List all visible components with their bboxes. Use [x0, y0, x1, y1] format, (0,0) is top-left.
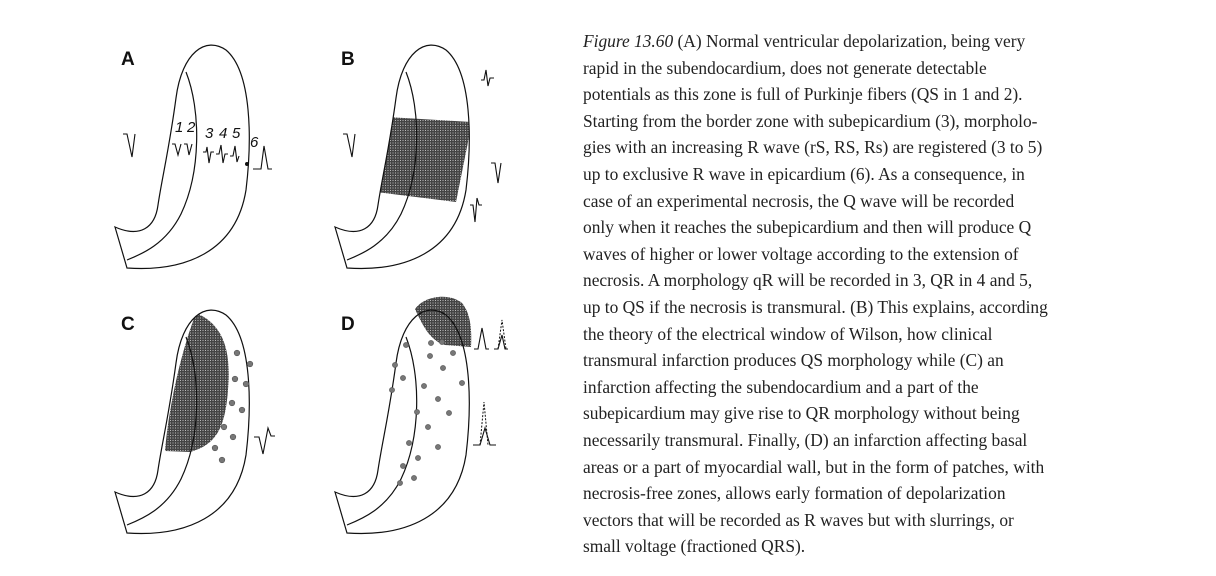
- panel-label-d: D: [341, 314, 355, 335]
- r-wave-6: [253, 145, 272, 170]
- caption-line: only when it reaches the subepicardium a…: [583, 217, 1032, 238]
- caption-line: subepicardium may give rise to QR morpho…: [583, 403, 1020, 424]
- panel-label-a: A: [121, 49, 135, 70]
- lead-number: 4: [219, 125, 227, 142]
- rs-wave: [481, 69, 494, 87]
- panel-c: C: [114, 309, 275, 535]
- lead-number: 2: [186, 119, 196, 136]
- qs-wave-2: [184, 143, 193, 156]
- electrode-dot: [245, 162, 249, 166]
- subendocardial-necrosis-zone: [165, 313, 229, 452]
- caption-line: up to QS if the necrosis is transmural. …: [583, 296, 1048, 317]
- caption-line: areas or a part of myocardial wall, but …: [583, 456, 1045, 477]
- panel-d: D: [334, 296, 508, 535]
- panel-b: B: [334, 44, 502, 270]
- qr-wave: [254, 425, 275, 455]
- qs-wave-1: [172, 143, 182, 158]
- caption-line: waves of higher or lower voltage accordi…: [583, 243, 1019, 264]
- caption-line: potentials as this zone is full of Purki…: [583, 84, 1023, 105]
- caption-line: Starting from the border zone with subep…: [583, 110, 1038, 131]
- caption-line: necrosis. A morphology qR will be record…: [583, 270, 1033, 291]
- ventricle-outline: [114, 44, 250, 270]
- qs-wave: [491, 162, 502, 184]
- r-wave: [474, 327, 489, 350]
- panel-label-c: C: [121, 314, 135, 335]
- caption-line: transmural infarction produces QS morpho…: [583, 350, 1004, 371]
- figure-caption: Figure 13.60 (A) Normal ventricular depo…: [583, 28, 1203, 560]
- caption-line: Figure 13.60 (A) Normal ventricular depo…: [583, 28, 1203, 55]
- lead-number: 6: [250, 134, 259, 151]
- necrosis-patches: [389, 339, 465, 486]
- r-wave-small: [473, 426, 496, 446]
- rs-wave: [470, 197, 482, 223]
- panel-label-b: B: [341, 49, 355, 70]
- caption-line: infarction affecting the subendocardium …: [583, 376, 979, 397]
- caption-line: vectors that will be recorded as R waves…: [583, 509, 1014, 530]
- caption-text: (A) Normal ventricular depolarization, b…: [673, 31, 1026, 51]
- caption-line: necessarily transmural. Finally, (D) an …: [583, 429, 1028, 450]
- figure-reference: Figure 13.60: [583, 31, 674, 51]
- panel-a: A 1 2 3 4 5 6: [114, 44, 272, 270]
- lead-number: 3: [205, 125, 214, 142]
- caption-line: up to exclusive R wave in epicardium (6)…: [583, 163, 1025, 184]
- r-wave-dashed: [479, 401, 489, 446]
- caption-line: necrosis-free zones, allows early format…: [583, 483, 1006, 504]
- r-wave-dashed: [497, 319, 507, 350]
- r-wave-slurred: [494, 334, 508, 350]
- qs-wave: [123, 133, 136, 158]
- caption-line: case of an experimental necrosis, the Q …: [583, 190, 1015, 211]
- rs-wave-3: [203, 146, 214, 164]
- qs-wave: [343, 133, 356, 158]
- ventricle-figure: A 1 2 3 4 5 6 B C: [114, 44, 508, 535]
- caption-line: gies with an increasing R wave (rS, RS, …: [583, 137, 1043, 158]
- caption-line: small voltage (fractioned QRS).: [583, 536, 806, 557]
- caption-line: the theory of the electrical window of W…: [583, 323, 993, 344]
- necrosis-patches: [211, 349, 254, 464]
- rs-wave-4: [216, 144, 228, 164]
- basal-necrosis-zone: [415, 296, 472, 347]
- caption-line: rapid in the subendocardium, does not ge…: [583, 57, 987, 78]
- lead-number: 5: [232, 125, 241, 142]
- lead-number: 1: [175, 119, 183, 136]
- rs-wave-5: [230, 145, 240, 163]
